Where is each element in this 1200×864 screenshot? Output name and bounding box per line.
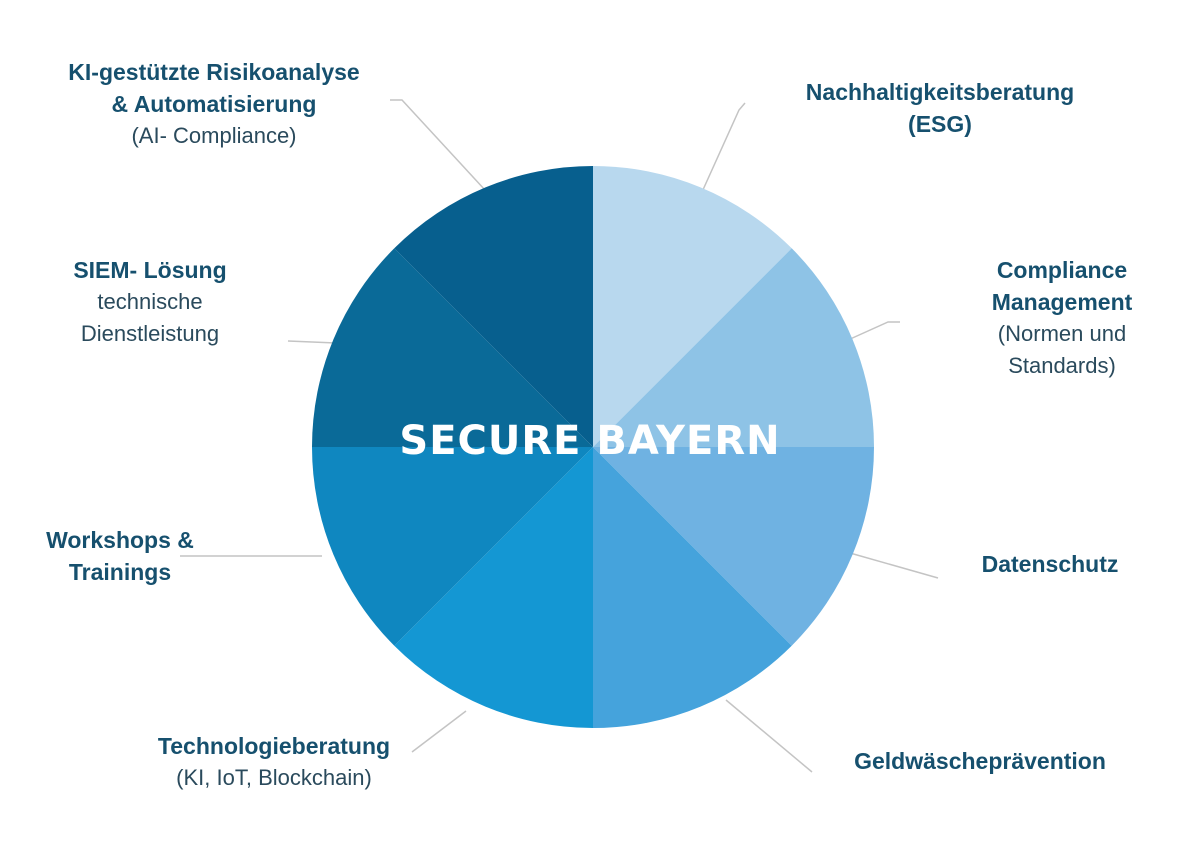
center-title: SECURE BAYERN — [399, 418, 781, 464]
label-subtitle: (KI, IoT, Blockchain) — [176, 765, 372, 790]
label-title-line2: Trainings — [68, 559, 172, 585]
label-title: Workshops & — [46, 527, 194, 553]
pie-slice — [394, 447, 593, 728]
label-compliance: Compliance Management (Normen und Standa… — [952, 254, 1172, 382]
label-subtitle: technische — [97, 289, 203, 314]
label-subtitle-line2: Dienstleistung — [80, 321, 220, 346]
connector-line — [390, 99, 486, 191]
pie-slice — [593, 447, 792, 728]
label-workshops: Workshops & Trainings — [10, 524, 230, 588]
connector-lines — [180, 99, 939, 773]
pie-slice — [312, 447, 593, 646]
connector-line — [287, 340, 337, 344]
label-technologie: Technologieberatung (KI, IoT, Blockchain… — [112, 730, 436, 794]
label-title: Nachhaltigkeitsberatung — [805, 79, 1075, 105]
connector-line — [725, 699, 813, 773]
label-title: Technologieberatung — [157, 733, 391, 759]
label-subtitle: (AI- Compliance) — [131, 123, 297, 148]
pie-slice — [593, 166, 792, 447]
label-datenschutz: Datenschutz — [940, 548, 1160, 580]
label-title-line2: (ESG) — [908, 111, 972, 137]
pie-slice — [312, 248, 593, 447]
label-title-line2: & Automatisierung — [111, 91, 317, 117]
label-title: KI-gestützte Risikoanalyse — [68, 59, 360, 85]
connector-line — [849, 552, 939, 579]
pie-slices — [312, 166, 874, 728]
label-esg: Nachhaltigkeitsberatung (ESG) — [740, 76, 1140, 140]
label-title: Geldwäscheprävention — [854, 748, 1106, 774]
label-siem: SIEM- Lösung technische Dienstleistung — [40, 254, 260, 350]
pie-slice — [394, 166, 593, 447]
label-geldwaesche: Geldwäscheprävention — [820, 745, 1140, 777]
label-title: SIEM- Lösung — [73, 257, 227, 283]
label-subtitle: (Normen und — [997, 321, 1127, 346]
label-subtitle-line2: Standards) — [1008, 353, 1116, 378]
label-title: Compliance — [996, 257, 1128, 283]
connector-line — [701, 102, 746, 193]
label-ki-risiko: KI-gestützte Risikoanalyse & Automatisie… — [24, 56, 404, 152]
pie-slice — [593, 248, 874, 447]
pie-slice — [593, 447, 874, 646]
connector-line — [411, 710, 467, 753]
label-title: Datenschutz — [981, 551, 1119, 577]
connector-line — [847, 321, 900, 341]
label-title-line2: Management — [991, 289, 1133, 315]
